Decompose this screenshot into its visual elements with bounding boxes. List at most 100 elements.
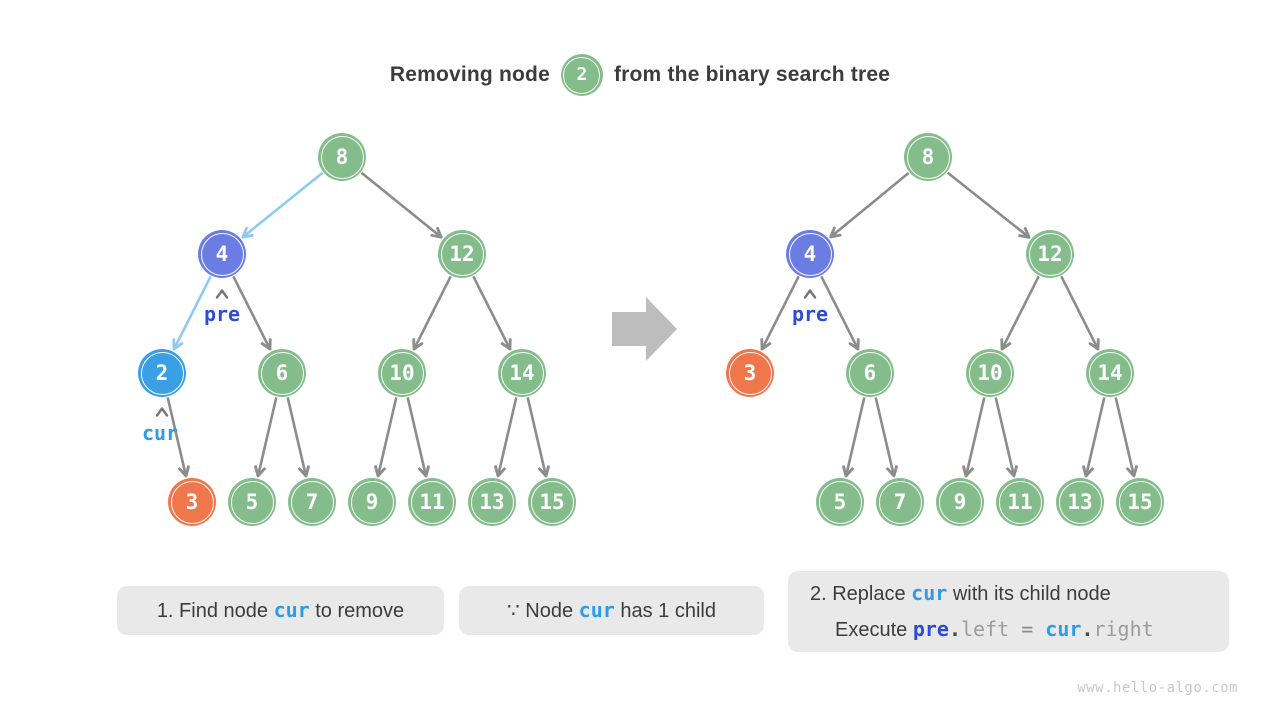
text-segment-pre: pre — [912, 617, 949, 641]
text-segment-plain: to remove — [309, 599, 405, 622]
tree-edge — [842, 397, 866, 478]
tree-edge — [829, 171, 910, 239]
tree-node-11: 11 — [408, 478, 456, 526]
callout-replace-cur: 2. Replace cur with its child node Execu… — [788, 571, 1229, 652]
tree-edge — [526, 397, 550, 478]
node-value: 15 — [1127, 489, 1153, 514]
tree-edge — [994, 397, 1018, 478]
node-value: 8 — [335, 144, 349, 169]
tree-edge — [1082, 397, 1106, 478]
tree-edge — [232, 275, 272, 351]
node-value: 5 — [833, 489, 847, 514]
node-value: 13 — [1067, 489, 1093, 514]
text-segment-cur: cur — [911, 581, 948, 605]
node-value: 14 — [509, 360, 535, 385]
node-value: 5 — [245, 489, 259, 514]
callout-find-cur: 1. Find node cur to remove — [117, 586, 444, 635]
node-value: 14 — [1097, 360, 1123, 385]
pointer-caret-icon — [155, 407, 169, 417]
text-segment-plain: with its child node — [947, 583, 1111, 605]
tree-node-7: 7 — [288, 478, 336, 526]
tree-edge — [172, 275, 212, 351]
text-segment-plain: Execute — [835, 619, 913, 641]
tree-node-15: 15 — [528, 478, 576, 526]
tree-node-10: 10 — [378, 349, 426, 397]
text-segment-plain: 1. Find node — [156, 599, 274, 622]
node-value: 3 — [185, 489, 199, 514]
tree-edge — [874, 397, 898, 478]
text-segment-cur: cur — [1045, 617, 1082, 641]
tree-node-5: 5 — [816, 478, 864, 526]
callout-text: ∵ Node cur has 1 child — [507, 593, 716, 629]
node-value: 6 — [275, 360, 289, 385]
tree-edge — [1114, 397, 1138, 478]
tree-node-5: 5 — [228, 478, 276, 526]
text-segment-plain: ∵ Node — [507, 599, 579, 622]
node-value: 3 — [743, 360, 757, 385]
node-value: 12 — [449, 241, 475, 266]
node-value: 13 — [479, 489, 505, 514]
tree-edge — [166, 397, 190, 478]
text-segment-plain: 2. Replace — [810, 583, 912, 605]
tree-node-9: 9 — [348, 478, 396, 526]
tree-edge — [254, 397, 278, 478]
text-segment-cur: cur — [273, 597, 310, 622]
callout-cur-has-one-child: ∵ Node cur has 1 child — [459, 586, 764, 635]
tree-edge — [241, 171, 324, 239]
tree-node-12: 12 — [1026, 230, 1074, 278]
node-value: 2 — [155, 360, 169, 385]
node-value: 12 — [1037, 241, 1063, 266]
tree-edge — [494, 397, 518, 478]
tree-node-3: 3 — [168, 478, 216, 526]
tree-edge — [946, 171, 1031, 239]
text-segment-code: right — [1093, 617, 1154, 641]
tree-edge — [286, 397, 310, 478]
tree-node-7: 7 — [876, 478, 924, 526]
node-value: 10 — [977, 360, 1003, 385]
tree-edge — [412, 275, 452, 351]
tree-node-14: 14 — [498, 349, 546, 397]
callout-text: 1. Find node cur to remove — [157, 593, 404, 629]
tree-node-15: 15 — [1116, 478, 1164, 526]
text-segment-code: left — [961, 617, 1010, 641]
tree-edge — [1060, 275, 1100, 351]
tree-node-2: 2 — [138, 349, 186, 397]
node-value: 8 — [921, 144, 935, 169]
text-segment-dot: . — [948, 617, 961, 641]
node-value: 11 — [1007, 489, 1033, 514]
tree-edge — [406, 397, 430, 478]
tree-edge — [820, 275, 860, 351]
node-value: 4 — [803, 241, 817, 266]
text-segment-plain: has 1 child — [614, 599, 716, 622]
tree-edge — [472, 275, 512, 351]
tree-node-11: 11 — [996, 478, 1044, 526]
transition-arrow-icon — [612, 297, 677, 361]
tree-node-6: 6 — [258, 349, 306, 397]
tree-node-14: 14 — [1086, 349, 1134, 397]
callout-text: 2. Replace cur with its child node — [810, 576, 1211, 612]
text-segment-cur: cur — [578, 597, 615, 622]
tree-edge — [760, 275, 800, 351]
tree-node-13: 13 — [468, 478, 516, 526]
tree-edge — [1000, 275, 1040, 351]
pointer-label-cur: cur — [141, 421, 179, 445]
pointer-label-pre: pre — [791, 302, 829, 326]
node-value: 7 — [305, 489, 319, 514]
watermark: www.hello-algo.com — [1077, 680, 1238, 696]
tree-edge — [374, 397, 398, 478]
text-segment-eq: = — [1009, 617, 1046, 641]
tree-node-12: 12 — [438, 230, 486, 278]
tree-node-4: 4 — [198, 230, 246, 278]
tree-node-9: 9 — [936, 478, 984, 526]
callout-code-line: Execute pre.left = cur.right — [810, 612, 1211, 648]
pointer-caret-icon — [215, 289, 229, 299]
tree-edge — [962, 397, 986, 478]
node-value: 9 — [365, 489, 379, 514]
tree-node-4: 4 — [786, 230, 834, 278]
text-segment-dot: . — [1081, 617, 1094, 641]
node-value: 9 — [953, 489, 967, 514]
tree-node-6: 6 — [846, 349, 894, 397]
title-suffix: from the binary search tree — [613, 63, 891, 86]
